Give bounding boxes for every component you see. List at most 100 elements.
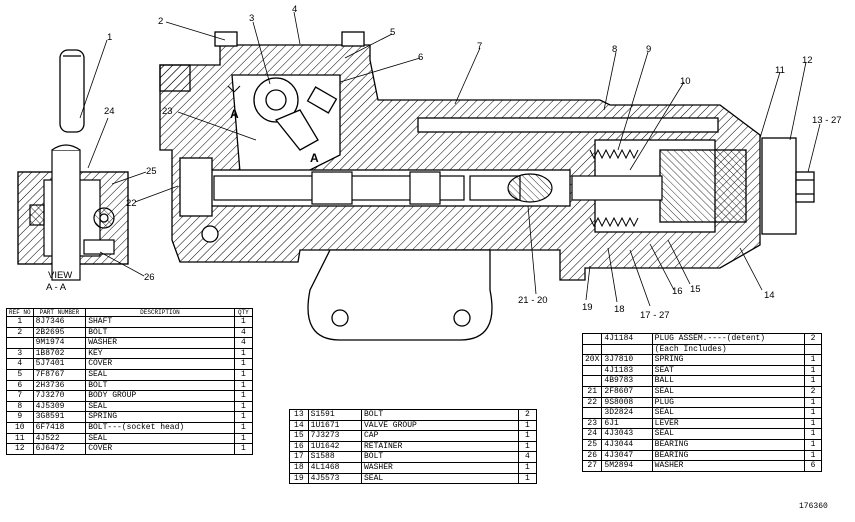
cell-qty: 1 (233, 316, 254, 328)
cell-ref: 22 (581, 396, 603, 409)
cell-ref: 23 (581, 417, 603, 430)
cell-qty: 1 (233, 347, 254, 360)
cell-ref: 5 (6, 368, 34, 381)
cell-ref: 9 (6, 411, 34, 423)
cell-part: 8J7346 (32, 316, 87, 328)
cell-qty: 4 (233, 326, 254, 339)
cell-ref: 20X (581, 354, 603, 366)
cell-ref (581, 343, 603, 356)
cell-part: 6J1 (601, 417, 653, 430)
cell-qty: 1 (517, 430, 538, 442)
cell-desc: LEVER (651, 417, 806, 430)
cell-part: 4J522 (32, 432, 87, 445)
cell-part: 4B9783 (601, 375, 653, 387)
cell-part: 7J3273 (307, 430, 363, 442)
cell-qty: 1 (804, 364, 822, 377)
callout-25: 25 (146, 166, 157, 177)
cell-ref: 13 (289, 409, 309, 421)
callout-23: 23 (162, 106, 173, 117)
cell-desc: SEAL (85, 400, 235, 413)
cell-qty: 1 (233, 421, 254, 434)
spool (213, 171, 663, 205)
cell-ref (581, 407, 603, 419)
callout-5: 5 (390, 27, 395, 38)
cell-desc: PLUG ASSEM.----(detent) (651, 333, 806, 345)
header-description: DESCRIPTION (85, 308, 235, 317)
cell-ref: 15 (289, 430, 309, 442)
cell-part: 1U1642 (307, 440, 363, 453)
cell-part: 4J3044 (601, 438, 653, 451)
cell-ref: 7 (6, 390, 34, 402)
callout-15: 15 (690, 284, 701, 295)
cell-qty: 1 (517, 472, 538, 485)
callout-2: 2 (158, 16, 163, 27)
cell-desc: SEAL (85, 432, 235, 445)
figure-number: 176360 (799, 502, 828, 511)
cell-ref: 14 (289, 419, 309, 432)
cell-desc: WASHER (85, 337, 235, 349)
cell-part: 5M2894 (601, 460, 653, 472)
cell-ref (581, 333, 603, 345)
callout-9: 9 (646, 44, 651, 55)
cell-ref: 16 (289, 440, 309, 453)
cell-ref: 12 (6, 443, 34, 455)
cell-part: S1591 (307, 409, 363, 421)
cell-qty: 1 (233, 358, 254, 370)
cell-ref (581, 375, 603, 387)
cell-qty: 1 (233, 443, 254, 455)
table-row: (Each Includes) (581, 343, 822, 356)
cell-qty: 1 (804, 375, 822, 387)
cell-qty: 1 (233, 379, 254, 392)
callout-11: 11 (775, 65, 785, 76)
callout-13-27: 13 - 27 (812, 115, 842, 126)
callout-1: 1 (107, 32, 112, 43)
cell-ref: 1 (6, 316, 34, 328)
callout-14: 14 (764, 290, 775, 301)
cell-ref (581, 364, 603, 377)
cell-part: 4J5309 (32, 400, 87, 413)
section-marks: A A (227, 85, 319, 165)
callout-19: 19 (582, 302, 593, 313)
cell-ref: 11 (6, 432, 34, 445)
cell-ref: 24 (581, 428, 603, 440)
cell-desc: SEAL (651, 407, 806, 419)
cell-ref: 21 (581, 385, 603, 398)
cell-qty: 1 (233, 432, 254, 445)
shaft-part (59, 49, 85, 133)
cell-ref: 26 (581, 449, 603, 462)
cell-qty: 1 (233, 400, 254, 413)
cell-desc: (Each Includes) (651, 343, 806, 356)
cell-ref: 19 (289, 472, 309, 485)
cell-desc: BOLT (85, 379, 235, 392)
cell-qty: 1 (804, 438, 822, 451)
cell-desc: COVER (85, 443, 235, 455)
cell-part: 3D2824 (601, 407, 653, 419)
cell-ref: 8 (6, 400, 34, 413)
springs (589, 148, 639, 228)
cell-qty: 1 (233, 390, 254, 402)
cell-desc: BOLT (361, 451, 519, 463)
cell-qty: 2 (517, 409, 538, 421)
cell-qty (804, 343, 822, 356)
cell-part: 2H3736 (32, 379, 87, 392)
cell-desc: SPRING (651, 354, 806, 366)
cell-desc: SEAL (651, 428, 806, 440)
cell-desc: SEAL (651, 385, 806, 398)
